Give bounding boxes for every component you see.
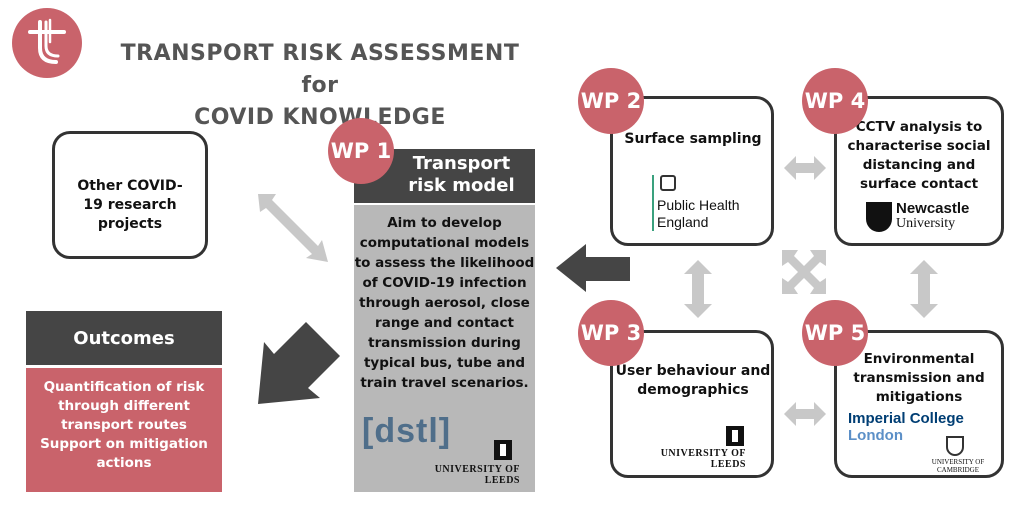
wp3-badge: WP 3 xyxy=(578,300,644,366)
outcome-line: through different xyxy=(58,398,190,414)
wp1-desc-line: range and contact xyxy=(375,315,514,331)
wp3-label: User behaviour and demographics xyxy=(612,362,774,400)
imperial-line-2: London xyxy=(848,427,903,444)
double-arrow-vertical-icon xyxy=(684,260,712,318)
double-arrow-horizontal-icon xyxy=(784,402,826,426)
outcome-line: transport routes xyxy=(61,417,187,433)
newcastle-line-1: Newcastle xyxy=(896,200,970,217)
wp5-label: Environmental transmission and mitigatio… xyxy=(836,350,1002,407)
wp5-badge: WP 5 xyxy=(802,300,868,366)
title-line-1: TRANSPORT RISK ASSESSMENT for xyxy=(120,41,520,98)
page-title: TRANSPORT RISK ASSESSMENT for COVID KNOW… xyxy=(100,38,540,134)
outcome-line: actions xyxy=(96,455,152,471)
outcomes-header-label: Outcomes xyxy=(73,327,175,349)
outcome-line: Quantification of risk xyxy=(43,379,205,395)
leeds-crest-icon xyxy=(494,440,512,460)
cambridge-line-2: CAMBRIDGE xyxy=(936,466,979,474)
wp4-label-line: characterise social xyxy=(847,138,991,154)
transport-logo xyxy=(12,8,82,78)
other-projects-label: Other COVID-19 research projects xyxy=(77,178,183,232)
wp4-box xyxy=(834,96,1004,246)
cambridge-crest-icon xyxy=(946,436,964,456)
newcastle-logo: Newcastle University xyxy=(866,200,986,236)
wp5-label-line: transmission and xyxy=(853,370,985,386)
outcomes-header: Outcomes xyxy=(26,311,222,365)
wp1-badge: WP 1 xyxy=(328,118,394,184)
wp1-desc-line: of COVID-19 infection xyxy=(362,275,527,291)
wp1-desc-line: typical bus, tube and xyxy=(363,355,526,371)
wp4-label: CCTV analysis to characterise social dis… xyxy=(836,118,1002,194)
cambridge-logo: UNIVERSITY OF CAMBRIDGE xyxy=(918,458,998,474)
wp5-label-line: Environmental xyxy=(863,351,975,367)
outcome-line: Support on mitigation xyxy=(40,436,208,452)
phe-logo: Public Health England xyxy=(652,175,752,231)
wp2-badge: WP 2 xyxy=(578,68,644,134)
arrow-down-left-icon xyxy=(258,322,340,404)
wp1-desc-line: Aim to develop xyxy=(387,215,502,231)
wp4-label-line: surface contact xyxy=(859,176,979,192)
dstl-logo: [dstl] xyxy=(362,412,452,450)
wp3-leeds-logo: UNIVERSITY OF LEEDS xyxy=(660,448,746,470)
cambridge-line-1: UNIVERSITY OF xyxy=(931,458,985,466)
wp1-header-line-1: Transport xyxy=(412,153,511,174)
wp1-desc-line: computational models xyxy=(359,235,530,251)
wp4-badge: WP 4 xyxy=(802,68,868,134)
wp3-box xyxy=(610,330,774,478)
wp1-desc-line: to assess the likelihood xyxy=(354,255,535,271)
wp4-label-line: CCTV analysis to xyxy=(855,119,983,135)
leeds-crest-icon xyxy=(726,426,744,446)
wp2-label: Surface sampling xyxy=(624,131,762,147)
wp5-box xyxy=(834,330,1004,478)
logo-t-icon xyxy=(28,18,66,64)
wp1-desc-line: through aerosol, close xyxy=(359,295,530,311)
newcastle-line-2: University xyxy=(896,216,956,231)
phe-divider xyxy=(652,175,654,231)
wp3-label-line-2: demographics xyxy=(637,382,749,398)
other-projects-box xyxy=(52,131,208,259)
wp4-label-line: distancing and xyxy=(862,157,976,173)
double-arrow-horizontal-icon xyxy=(784,156,826,180)
wp5-label-line: mitigations xyxy=(875,389,963,405)
imperial-logo: Imperial College London xyxy=(848,410,964,444)
phe-line-2: England xyxy=(657,214,709,230)
wp1-desc-line: train travel scenarios. xyxy=(360,375,529,391)
wp2-box xyxy=(610,96,774,246)
outcomes-body: Quantification of risk through different… xyxy=(26,368,222,492)
wp1-leeds-logo: UNIVERSITY OF LEEDS xyxy=(434,464,520,486)
imperial-line-1: Imperial College xyxy=(848,410,964,427)
double-arrow-vertical-icon xyxy=(910,260,938,318)
crest-icon xyxy=(660,175,676,191)
title-line-2: COVID KNOWLEDGE xyxy=(194,105,446,130)
phe-line-1: Public Health xyxy=(657,197,740,213)
wp1-description: Aim to develop computational models to a… xyxy=(354,213,535,393)
wp3-label-line-1: User behaviour and xyxy=(615,363,771,379)
newcastle-crest-icon xyxy=(866,202,892,232)
wp1-desc-line: transmission during xyxy=(368,335,521,351)
double-arrow-icon xyxy=(258,194,328,262)
wp1-header-line-2: risk model xyxy=(408,175,515,196)
cross-arrows-icon xyxy=(782,250,826,294)
arrow-left-icon xyxy=(556,244,630,292)
